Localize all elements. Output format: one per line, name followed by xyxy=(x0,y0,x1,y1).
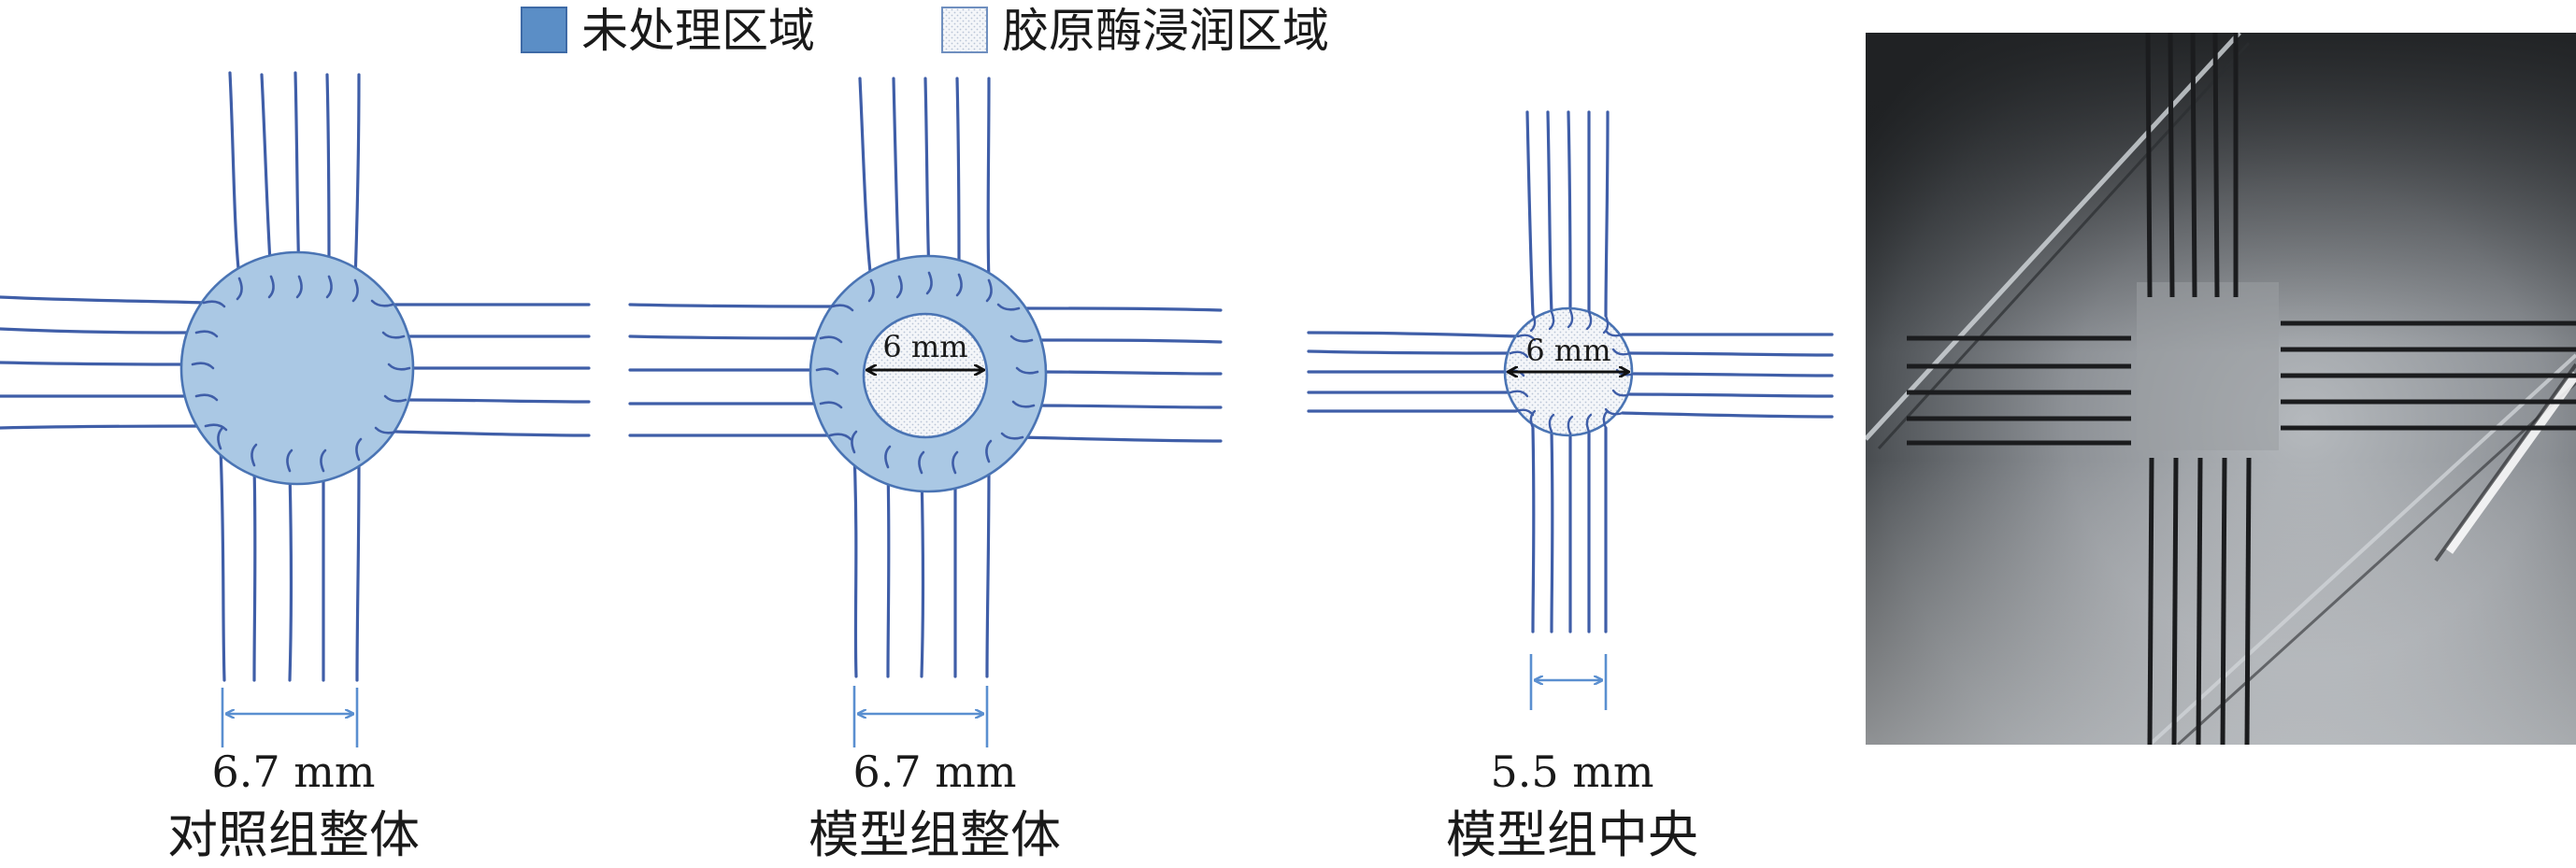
panel-caption: 对照组整体 xyxy=(167,805,420,864)
fiber-ends xyxy=(191,275,411,473)
infiltrated-region xyxy=(862,312,989,439)
fiber-bundle-right xyxy=(391,303,591,437)
fiber-bundle-bottom xyxy=(1531,426,1608,633)
fiber-bundle-top xyxy=(858,77,991,282)
width-label: 6.7 mm xyxy=(211,747,375,797)
width-label: 6.7 mm xyxy=(852,747,1016,797)
width-label: 5.5 mm xyxy=(1490,747,1653,797)
panel-caption: 模型组整体 xyxy=(809,805,1061,864)
fiber-bundle-left xyxy=(1307,331,1520,413)
legend-infiltrated-swatch xyxy=(941,7,988,53)
fiber-bundle-left xyxy=(0,295,208,430)
legend: 未处理区域 胶原酶浸润区域 xyxy=(521,4,1329,58)
width-dimension xyxy=(1529,654,1608,710)
panel-control: 6.7 mm 对照组整体 xyxy=(0,71,591,864)
fiber-ends xyxy=(815,271,1039,475)
width-dimension xyxy=(852,686,989,747)
panel-model-whole: 6 mm 6.7 mm 模型组整体 xyxy=(628,77,1223,864)
fiber-ends xyxy=(1505,308,1636,435)
microscope-photo-icon xyxy=(1866,33,2576,745)
inner-diameter-label: 6 mm xyxy=(882,329,967,364)
panel-model-center: 6 mm 5.5 mm 模型组中央 xyxy=(1307,110,1834,864)
fiber-bundle-bottom xyxy=(219,447,361,682)
width-dimension xyxy=(221,688,359,747)
fiber-bundle-left xyxy=(628,303,834,437)
fiber-bundle-right xyxy=(1017,306,1223,443)
fiber-bundle-top xyxy=(1525,110,1610,318)
fiber-bundle-top xyxy=(228,71,361,282)
inner-diameter-label: 6 mm xyxy=(1525,333,1610,368)
untreated-region xyxy=(179,250,415,486)
fiber-bundle-bottom xyxy=(852,450,991,678)
panel-caption: 模型组中央 xyxy=(1446,805,1698,864)
fiber-bundle-right xyxy=(1621,333,1834,419)
legend-infiltrated-label: 胶原酶浸润区域 xyxy=(1002,4,1329,58)
legend-untreated-swatch xyxy=(521,7,567,53)
legend-untreated-label: 未处理区域 xyxy=(581,4,815,58)
